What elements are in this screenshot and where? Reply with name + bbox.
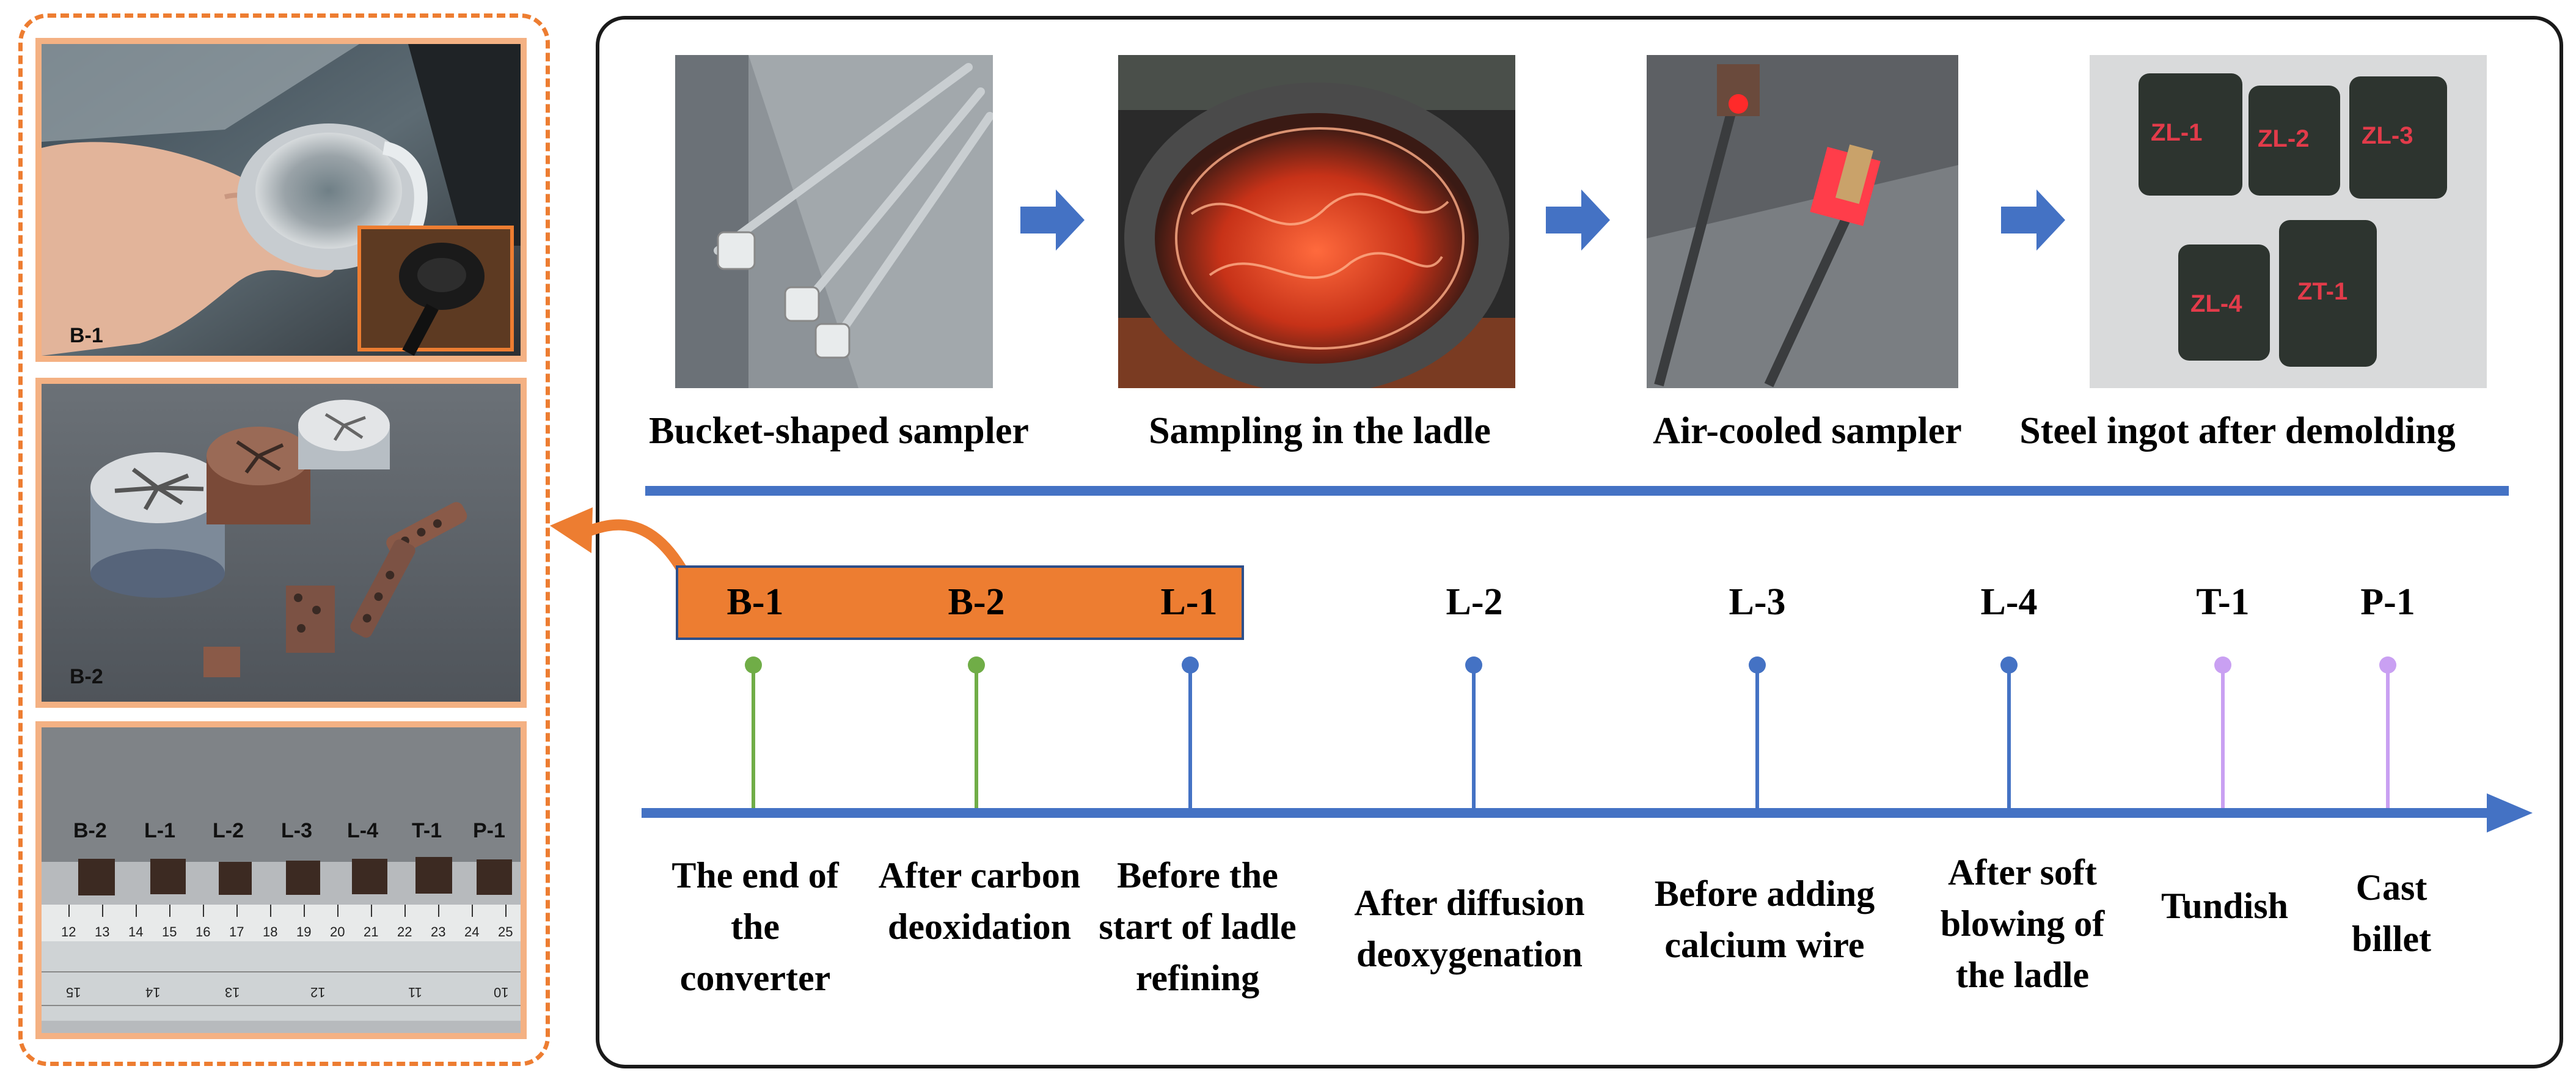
ruler-num: 15	[162, 924, 177, 939]
timeline-code-l2: L-2	[1446, 581, 1503, 623]
stage-label-p1: Cast billet	[2352, 867, 2431, 959]
timeline-marker-l-4	[2000, 656, 2018, 674]
photo-b2-label: B-2	[70, 665, 103, 688]
ingot-mark: ZL-1	[2151, 119, 2202, 146]
cube-label-t1: T-1	[412, 819, 442, 842]
ruler-num: 17	[229, 924, 244, 939]
cube-label-l1: L-1	[144, 819, 175, 842]
timeline-code-b1: B-1	[726, 581, 784, 623]
timeline-code-b2: B-2	[948, 581, 1005, 623]
ingot-mark: ZL-4	[2190, 290, 2242, 317]
pointer-arrow-icon	[550, 507, 686, 572]
timeline-code-l3: L-3	[1729, 581, 1786, 623]
photo-ruler-image	[42, 727, 521, 1033]
timeline-marker-b-1	[745, 656, 762, 674]
photo-b2-image	[42, 384, 521, 702]
timeline-code-l4: L-4	[1980, 581, 2038, 623]
photo-samples-ruler: B-2 L-1 L-2 L-3 L-4 T-1 P-1 12 13 14 15 …	[35, 721, 527, 1039]
ruler-num: 14	[128, 924, 144, 939]
stage-label-b1: The end of the converter	[671, 855, 839, 998]
ruler-num: 18	[263, 924, 278, 939]
photo-ladle-sampling	[1118, 55, 1515, 388]
timeline-code-t1: T-1	[2196, 581, 2250, 623]
photo-b1-image	[42, 44, 521, 356]
timeline-marker-t-1	[2214, 656, 2231, 674]
timeline-marker-b-2	[968, 656, 985, 674]
ingot-mark: ZL-2	[2258, 125, 2309, 152]
flow-arrow-right-icon	[2001, 189, 2065, 251]
timeline-code-p1: P-1	[2360, 581, 2415, 623]
highlight-box-b1-b2-l1	[676, 565, 1244, 640]
cube-label-b2: B-2	[73, 819, 107, 842]
ruler-num: 22	[397, 924, 412, 939]
ruler-num: 24	[464, 924, 480, 939]
timeline-marker-l-3	[1749, 656, 1766, 674]
timeline-marker-p-1	[2379, 656, 2396, 674]
ingot-mark: ZT-1	[2297, 278, 2347, 305]
ruler-num: 16	[196, 924, 211, 939]
caption-bucket-sampler: Bucket-shaped sampler	[649, 410, 1029, 452]
stage-label-t1: Tundish	[2161, 886, 2288, 926]
cube-label-p1: P-1	[473, 819, 505, 842]
photo-bucket-sampler	[675, 55, 993, 388]
stage-label-l4: After soft blowing of the ladle	[1940, 852, 2105, 995]
stage-label-l2: After diffusion deoxygenation	[1354, 883, 1585, 974]
timeline-marker-l-2	[1465, 656, 1482, 674]
photo-b1-sampler: B-1	[35, 38, 527, 362]
separator-line	[645, 486, 2509, 496]
photo-air-cooled-sampler	[1647, 55, 1958, 388]
photo-b1-label: B-1	[70, 324, 103, 347]
ruler-num: 21	[364, 924, 379, 939]
stage-label-l1: Before the start of ladle refining	[1099, 855, 1297, 998]
flow-arrow-right-icon	[1546, 189, 1610, 251]
caption-sampling-ladle: Sampling in the ladle	[1149, 410, 1491, 452]
timeline-marker-l-1	[1182, 656, 1199, 674]
cube-label-l4: L-4	[347, 819, 378, 842]
ruler-num: 23	[431, 924, 446, 939]
cube-label-l2: L-2	[213, 819, 244, 842]
timeline-axis	[642, 793, 2533, 833]
photo-steel-ingots: ZL-1 ZL-2 ZL-3 ZL-4 ZT-1	[2090, 55, 2487, 388]
ruler-num: 19	[296, 924, 312, 939]
stage-label-l3: Before adding calcium wire	[1654, 873, 1875, 965]
ruler-num: 25	[498, 924, 513, 939]
ruler-num: 20	[330, 924, 345, 939]
left-photo-panel	[18, 13, 550, 1066]
caption-steel-ingot: Steel ingot after demolding	[2019, 410, 2456, 452]
flow-arrow-right-icon	[1020, 189, 1085, 251]
stage-label-b2: After carbon deoxidation	[878, 855, 1081, 947]
main-process-panel	[596, 16, 2563, 1068]
ruler-num: 13	[95, 924, 110, 939]
caption-air-cooled: Air-cooled sampler	[1653, 410, 1962, 452]
ruler-num: 12	[61, 924, 76, 939]
cube-label-l3: L-3	[281, 819, 312, 842]
timeline-code-l1: L-1	[1160, 581, 1218, 623]
ingot-mark: ZL-3	[2362, 122, 2413, 149]
photo-b2-samples: B-2	[35, 378, 527, 708]
